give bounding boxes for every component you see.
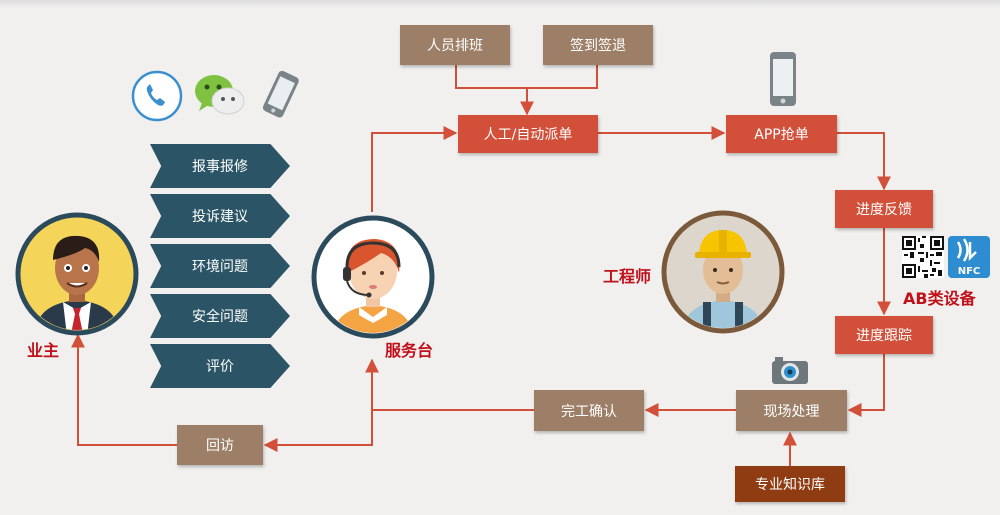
progress-tracking-box[interactable]: 进度跟踪 xyxy=(835,316,933,354)
knowledge-box[interactable]: 专业知识库 xyxy=(735,466,845,502)
top-shadow xyxy=(0,0,1000,8)
category-repair[interactable]: 报事报修 xyxy=(150,144,290,188)
dispatch-box[interactable]: 人工/自动派单 xyxy=(458,115,598,153)
camera-icon xyxy=(772,357,808,384)
category-environment[interactable]: 环境问题 xyxy=(150,244,290,288)
nfc-waves-icon xyxy=(956,238,977,262)
ab-device-label: AB类设备 xyxy=(903,289,976,308)
owner-avatar xyxy=(15,212,139,336)
engineer-mobile-icon xyxy=(770,52,796,106)
category-safety[interactable]: 安全问题 xyxy=(150,294,290,338)
onsite-box[interactable]: 现场处理 xyxy=(736,390,847,431)
phone-icon xyxy=(131,70,183,122)
category-evaluation[interactable]: 评价 xyxy=(150,344,290,388)
staff-schedule-box[interactable]: 人员排班 xyxy=(400,25,510,65)
revisit-box[interactable]: 回访 xyxy=(177,425,263,465)
complete-box[interactable]: 完工确认 xyxy=(534,390,644,431)
checkin-box[interactable]: 签到签退 xyxy=(543,25,653,65)
mobile-icon xyxy=(262,70,299,118)
category-complaint[interactable]: 投诉建议 xyxy=(150,194,290,238)
owner-label: 业主 xyxy=(27,341,60,360)
wechat-icon xyxy=(195,75,245,115)
nfc-icon: NFC xyxy=(948,236,990,278)
app-grab-box[interactable]: APP抢单 xyxy=(726,115,837,153)
engineer-label: 工程师 xyxy=(603,267,652,286)
engineer-avatar xyxy=(661,210,785,334)
progress-feedback-box[interactable]: 进度反馈 xyxy=(835,190,933,228)
service-desk-label: 服务台 xyxy=(385,341,434,360)
service-desk-avatar xyxy=(311,215,435,339)
qr-code-icon xyxy=(902,236,944,278)
nfc-label: NFC xyxy=(957,266,981,277)
